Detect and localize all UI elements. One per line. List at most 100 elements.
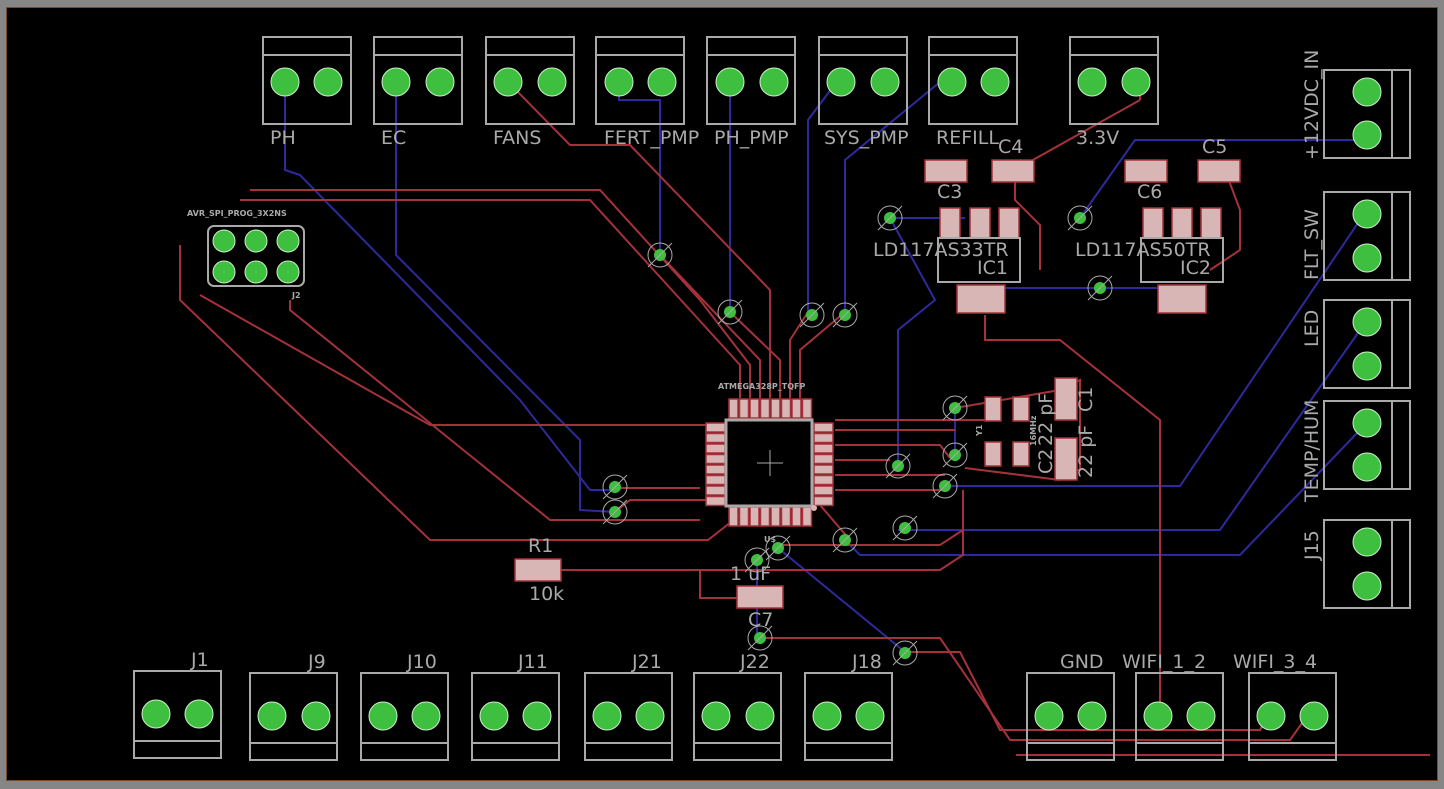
ic2-value: LD117AS50TR	[1075, 239, 1211, 261]
label-wifi-3-4: WIFI_3_4	[1233, 651, 1317, 673]
mcu-pad	[705, 485, 726, 496]
c7-ref: C7	[748, 609, 773, 631]
via	[885, 453, 911, 479]
label-gnd: GND	[1060, 651, 1104, 673]
label-j11: J11	[517, 651, 548, 673]
regulator-ic1: C3 C4 LD117AS33TR IC1	[873, 136, 1035, 314]
vias	[602, 205, 1113, 666]
c1-value: 22 pF	[1075, 425, 1097, 478]
bottom-connectors	[133, 670, 1337, 761]
mcu-pad	[728, 398, 739, 419]
top-connectors	[262, 36, 1159, 125]
label-j15: J15	[1301, 530, 1323, 561]
y1-value: 16MHz	[1029, 415, 1038, 446]
via	[932, 473, 958, 499]
connector-12vdc-in	[1323, 69, 1411, 159]
via	[602, 499, 628, 525]
via	[1087, 275, 1113, 301]
mcu-pad	[759, 506, 771, 527]
c4-label: C4	[998, 136, 1023, 158]
mcu-pad	[705, 422, 726, 433]
connector-j22	[693, 672, 782, 761]
label-ph: PH	[270, 127, 296, 149]
mcu-pad	[813, 464, 834, 475]
via	[765, 535, 791, 561]
c7-value: 1 uF	[730, 563, 771, 585]
connector-fans	[485, 36, 575, 125]
r1-ref: R1	[528, 535, 553, 557]
mcu-pad	[813, 495, 834, 507]
mcu-pad	[749, 506, 760, 527]
mcu-pad	[749, 398, 760, 419]
c1-label: C1	[1075, 387, 1097, 412]
ic1-value: LD117AS33TR	[873, 239, 1009, 261]
label-12vdc-in: +12VDC_IN	[1301, 50, 1323, 160]
via	[942, 395, 968, 421]
label-led: LED	[1301, 310, 1323, 347]
connector-j11	[471, 672, 560, 761]
mcu-pad	[813, 453, 834, 465]
mcu-pad	[813, 485, 834, 496]
label-j22: J22	[739, 651, 770, 673]
connector-3v3	[1069, 36, 1159, 125]
mcu-pad	[759, 398, 771, 419]
mcu-pad	[728, 506, 739, 527]
mcu-pad	[738, 398, 750, 419]
mcu-pad	[705, 443, 726, 454]
r1-value: 10k	[529, 583, 564, 605]
c3-label: C3	[937, 181, 962, 203]
via	[892, 640, 918, 666]
isp-header-ref: J2	[291, 291, 301, 300]
isp-header-j2: AVR_SPI_PROG_3X2NS J2	[187, 209, 305, 300]
bottom-connector-labels: J1 J9 J10 J11 J21 J22 J18 GND WIFI_1_2 W…	[190, 649, 1317, 673]
via	[744, 547, 770, 573]
connector-refill	[928, 36, 1018, 125]
label-j10: J10	[406, 651, 437, 673]
label-3v3: 3.3V	[1076, 127, 1119, 149]
via	[832, 302, 858, 328]
mcu-pad	[705, 432, 726, 444]
connector-fert-pmp	[595, 36, 685, 125]
label-fert-pmp: FERT_PMP	[604, 127, 699, 149]
connector-led	[1323, 299, 1411, 389]
via	[1067, 205, 1093, 231]
mcu-pad	[813, 432, 834, 444]
connector-ph	[262, 36, 352, 125]
connector-j1	[133, 670, 222, 759]
connector-temp-hum	[1323, 400, 1411, 490]
c6-label: C6	[1137, 181, 1162, 203]
isp-header-label: AVR_SPI_PROG_3X2NS	[187, 209, 287, 218]
crystal-y1: Y1 16MHz C2 22 pF 22 pF C1	[975, 377, 1097, 481]
label-sys-pmp: SYS_PMP	[824, 127, 909, 149]
ic2-ref: IC2	[1180, 257, 1211, 279]
mcu-pad	[791, 506, 802, 527]
mcu-pad	[705, 453, 726, 465]
mcu-pad	[705, 464, 726, 475]
right-connector-labels: +12VDC_IN FLT_SW LED TEMP/HUM J15	[1301, 50, 1323, 561]
bottom-layer-traces	[284, 79, 1361, 653]
label-temp-hum: TEMP/HUM	[1301, 400, 1323, 503]
capacitor-c7: 1 uF C7 U$	[730, 535, 784, 631]
mcu-pad	[791, 398, 802, 419]
label-j21: J21	[631, 651, 662, 673]
label-refill: REFILL	[936, 127, 999, 149]
via	[942, 442, 968, 468]
mcu-pad	[738, 506, 750, 527]
connector-flt-sw	[1323, 191, 1411, 281]
y1-ref: Y1	[975, 424, 984, 437]
label-fans: FANS	[493, 127, 541, 149]
connector-j18	[804, 672, 893, 761]
via	[747, 625, 773, 651]
mcu-pad	[705, 495, 726, 507]
via	[717, 299, 743, 325]
via	[602, 474, 628, 500]
c5-label: C5	[1202, 136, 1227, 158]
connector-j15	[1323, 519, 1411, 609]
label-j1: J1	[190, 649, 209, 671]
board-canvas[interactable]	[6, 7, 1438, 781]
mcu-pad	[770, 506, 781, 527]
mcu-pad	[780, 398, 792, 419]
connector-j10	[360, 672, 449, 761]
mcu-pad	[770, 398, 781, 419]
